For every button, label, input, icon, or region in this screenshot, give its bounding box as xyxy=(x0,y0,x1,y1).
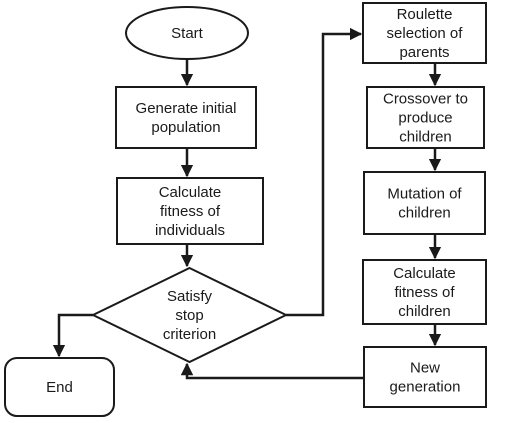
node-roulette-label-line: Roulette xyxy=(397,6,453,23)
node-roulette-shape xyxy=(362,2,487,64)
node-stop-check-label-line: stop xyxy=(175,307,203,324)
node-crossover-label-line: Crossover to xyxy=(383,91,468,108)
edge-stop-check-to-end xyxy=(52,313,93,358)
node-stop-check-shape xyxy=(90,266,289,364)
node-crossover: Crossover to produce children xyxy=(366,86,485,149)
node-calc-fitness: Calculate fitness of individuals xyxy=(116,177,264,245)
node-calc-children-label-line: Calculate xyxy=(393,265,456,282)
node-start-label-line: Start xyxy=(171,25,204,42)
node-calc-children-label-line: fitness of xyxy=(394,284,455,301)
node-start: Start xyxy=(125,6,249,60)
edge-new-gen-to-stop-check xyxy=(180,362,364,380)
node-end-shape xyxy=(4,357,115,417)
node-stop-check-label-line: criterion xyxy=(163,326,216,343)
node-roulette-label-line: parents xyxy=(399,44,449,61)
node-roulette: Roulette selection of parents xyxy=(362,2,487,64)
node-generate-label-line: population xyxy=(151,119,220,136)
node-end-label-line: End xyxy=(46,379,73,396)
node-start-shape xyxy=(125,6,249,60)
edge-stop-check-to-roulette xyxy=(286,27,363,317)
node-generate: Generate initial population xyxy=(115,86,257,149)
node-crossover-label-line: produce xyxy=(398,110,452,127)
node-calc-fitness-shape xyxy=(116,177,264,245)
edges-layer xyxy=(52,27,442,380)
node-calc-children: Calculate fitness of children xyxy=(362,259,487,325)
node-stop-check-label-line: Satisfy xyxy=(167,288,213,305)
node-new-gen-label-line: New xyxy=(410,360,440,377)
node-calc-fitness-label-line: individuals xyxy=(155,222,225,239)
node-mutation-label-line: children xyxy=(398,205,451,222)
node-generate-label-line: Generate initial xyxy=(136,100,237,117)
node-stop-check: Satisfy stop criterion xyxy=(90,266,289,364)
node-calc-fitness-label-line: Calculate xyxy=(159,184,222,201)
node-calc-children-shape xyxy=(362,259,487,325)
node-generate-shape xyxy=(115,86,257,149)
node-mutation-shape xyxy=(363,171,486,235)
node-mutation-label-line: Mutation of xyxy=(387,186,462,203)
node-calc-children-label-line: children xyxy=(398,303,451,320)
node-new-gen-label-line: generation xyxy=(390,379,461,396)
node-roulette-label-line: selection of xyxy=(387,25,464,42)
node-new-gen: New generation xyxy=(363,346,487,408)
node-crossover-label-line: children xyxy=(399,129,452,146)
node-calc-fitness-label-line: fitness of xyxy=(160,203,221,220)
node-mutation: Mutation of children xyxy=(363,171,486,235)
node-crossover-shape xyxy=(366,86,485,149)
node-end: End xyxy=(4,357,115,417)
node-new-gen-shape xyxy=(363,346,487,408)
